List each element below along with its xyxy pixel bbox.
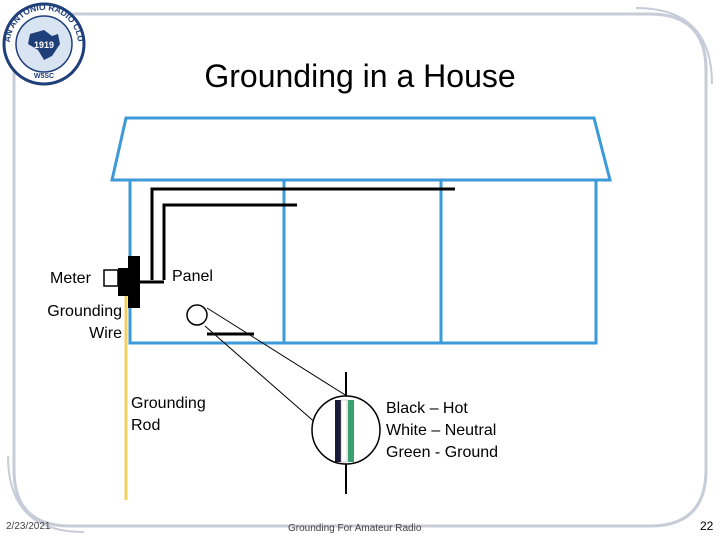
- footer-title: Grounding For Amateur Radio: [288, 523, 422, 534]
- grounding-rod-label-line-1: Grounding: [131, 395, 206, 412]
- panel-label: Panel: [172, 268, 213, 285]
- meter-body: [118, 268, 130, 296]
- legend-neutral: White – Neutral: [386, 422, 497, 439]
- page-number: 22: [700, 519, 714, 533]
- texas-shape-icon: [28, 30, 60, 60]
- meter-face: [103, 269, 119, 287]
- meter-base: [128, 256, 140, 308]
- logo-callsign: W5SC: [34, 73, 54, 80]
- wire-color-legend: Black – Hot White – Neutral Green - Grou…: [386, 398, 498, 464]
- house-roof: [110, 116, 612, 182]
- wire-line-2: [162, 203, 297, 280]
- logo-year: 1919: [34, 40, 54, 50]
- grounding-wire-label-line-1: Grounding: [47, 303, 122, 320]
- wire-hot: [335, 400, 341, 462]
- meter-label: Meter: [50, 270, 91, 287]
- callout-line-top: [206, 307, 351, 399]
- outlet-circle: [186, 304, 208, 326]
- wire-line-1: [150, 187, 455, 280]
- grounding-rod-label: Grounding Rod: [131, 393, 206, 437]
- slide-title: Grounding in a House: [204, 58, 516, 94]
- legend-hot: Black – Hot: [386, 400, 468, 417]
- wire-neutral: [340, 399, 348, 463]
- wire-ground: [348, 400, 354, 462]
- legend-ground: Green - Ground: [386, 444, 499, 461]
- club-logo: SAN ANTONIO RADIO CLUB 1919 W5SC: [0, 0, 86, 86]
- grounding-rod-label-line-2: Rod: [131, 417, 161, 434]
- footer-date: 2/23/2021: [6, 521, 51, 532]
- grounding-wire-label-line-2: Wire: [89, 325, 122, 342]
- grounding-wire-label: Grounding Wire: [30, 301, 122, 345]
